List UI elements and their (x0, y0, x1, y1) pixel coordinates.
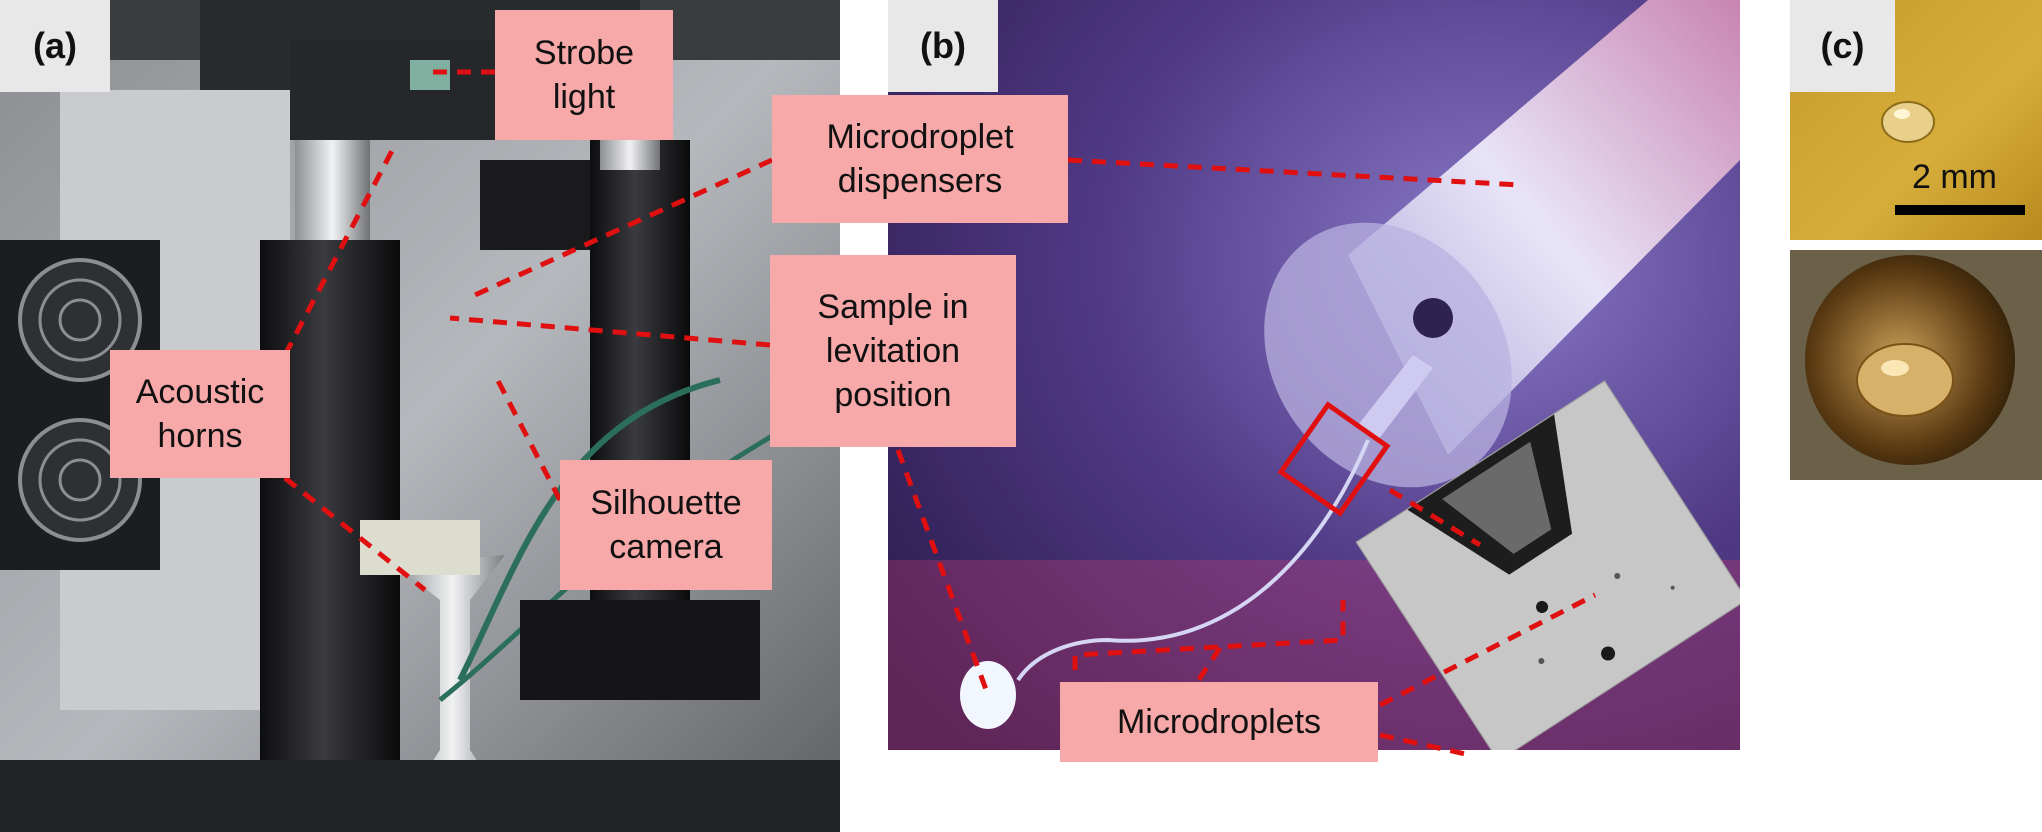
levitated-droplet-photo (1790, 250, 2042, 480)
panel-label-a: (a) (0, 0, 110, 92)
sample-levitation-position-label: Sample in levitation position (770, 255, 1016, 447)
microdroplet-dispensers-label: Microdroplet dispensers (772, 95, 1068, 223)
panel-c-bottom-photo (1790, 250, 2042, 480)
scale-bar-label: 2 mm (1912, 158, 1997, 196)
panel-label-c: (c) (1790, 0, 1895, 92)
silhouette-camera-label: Silhouette camera (560, 460, 772, 590)
acoustic-horns-label: Acoustic horns (110, 350, 290, 478)
strobe-light-label: Strobe light (495, 10, 673, 140)
microdroplets-label: Microdroplets (1060, 682, 1378, 762)
panel-label-b: (b) (888, 0, 998, 92)
